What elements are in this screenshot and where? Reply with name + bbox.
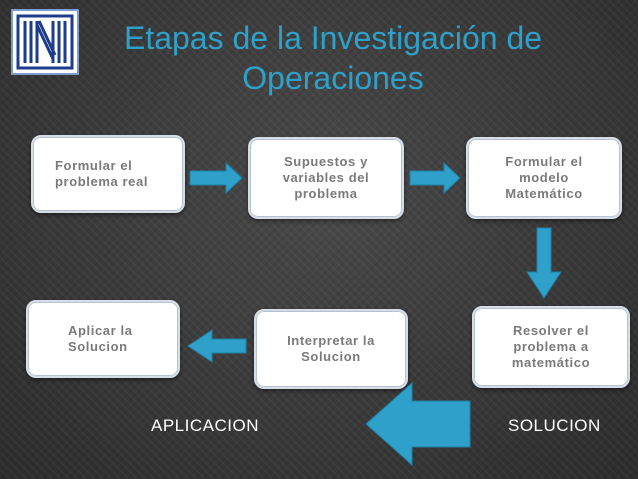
step-supuestos-text: Supuestos y variables del problema: [282, 154, 370, 201]
logo-icon: [16, 14, 74, 70]
step-formular-problema-text: Formular el problema real: [55, 158, 149, 189]
step-resolver-text: Resolver el problema a matemático: [511, 323, 591, 370]
arrow-down: [526, 227, 562, 299]
slide-title: Etapas de la Investigación de Operacione…: [123, 20, 543, 96]
arrow-right-2: [409, 161, 461, 195]
arrow-left-1: [187, 329, 247, 363]
arrow-right-1: [189, 161, 243, 195]
step-interpretar-text: Interpretar la Solucion: [287, 333, 375, 364]
step-aplicar-text: Aplicar la Solucion: [68, 323, 133, 354]
step-supuestos: Supuestos y variables del problema: [248, 137, 404, 219]
step-resolver: Resolver el problema a matemático: [472, 306, 630, 388]
label-solucion: SOLUCION: [508, 416, 601, 435]
step-formular-modelo-text: Formular el modelo Matemático: [505, 154, 583, 201]
label-aplicacion: APLICACION: [151, 416, 259, 435]
arrow-left-large: [365, 381, 471, 467]
step-aplicar: Aplicar la Solucion: [26, 300, 180, 378]
step-interpretar: Interpretar la Solucion: [254, 309, 408, 389]
step-formular-problema: Formular el problema real: [31, 135, 185, 213]
step-formular-modelo: Formular el modelo Matemático: [466, 137, 622, 219]
institution-logo: [11, 9, 79, 75]
